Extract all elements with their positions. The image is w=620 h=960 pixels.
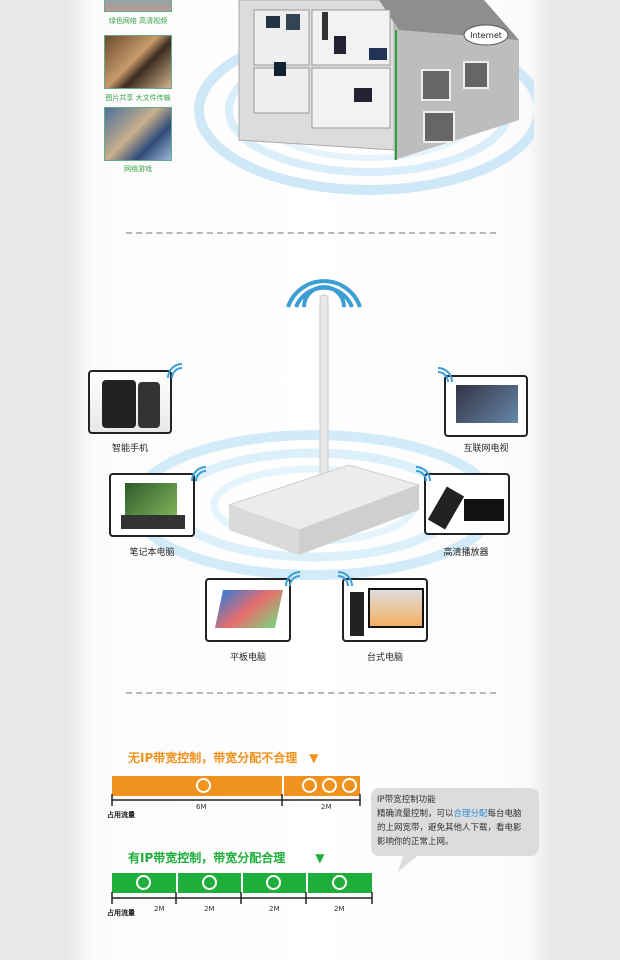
content-panel: 绿色网络 高清视频 图片共享 大文件传输 网络游戏 Internet xyxy=(64,0,556,960)
divider-1 xyxy=(126,232,496,234)
smile-face-icon xyxy=(136,875,151,890)
smile-face-icon xyxy=(202,875,217,890)
sad-face-icon xyxy=(342,778,357,793)
wifi-icon xyxy=(337,571,353,587)
with-control-axis xyxy=(111,892,373,904)
with-control-tick: 2M xyxy=(204,905,215,913)
desktop-device xyxy=(342,578,428,642)
no-control-axis-label: 占用流量 xyxy=(107,811,135,819)
phone-label: 智能手机 xyxy=(111,444,148,454)
wifi-icon xyxy=(285,571,301,587)
bandwidth-info-bubble: IP带宽控制功能 精确流量控制，可以合理分配每台电脑 的上网宽带，避免其他人下载… xyxy=(371,788,539,856)
with-control-title: 有IP带宽控制，带宽分配合理▼ xyxy=(128,851,325,865)
wifi-icon xyxy=(415,466,431,482)
tablet-label: 平板电脑 xyxy=(229,653,266,663)
house-network-illustration: Internet xyxy=(194,0,534,195)
video-thumb xyxy=(104,0,172,12)
player-label: 高清播放器 xyxy=(443,548,489,558)
with-control-tick: 2M xyxy=(269,905,280,913)
with-control-tick: 2M xyxy=(154,905,165,913)
with-control-bar xyxy=(112,873,372,893)
sad-face-icon xyxy=(322,778,337,793)
gaming-thumb xyxy=(104,107,172,161)
caption-gaming: 网络游戏 xyxy=(124,165,152,173)
caption-sharing: 图片共享 大文件传输 xyxy=(105,94,171,102)
bubble-line-3: 影响你的正常上网。 xyxy=(377,837,454,847)
no-control-title: 无IP带宽控制，带宽分配不合理▼ xyxy=(128,751,319,765)
player-device xyxy=(424,473,510,535)
bubble-line-2: 的上网宽带，避免其他人下载，看电影 xyxy=(377,823,522,833)
wifi-icon xyxy=(437,367,453,383)
wifi-icon xyxy=(191,466,207,482)
with-control-tick: 2M xyxy=(334,905,345,913)
laptop-label: 笔记本电脑 xyxy=(129,548,175,558)
with-control-axis-label: 占用流量 xyxy=(107,909,135,917)
wifi-icon xyxy=(167,363,183,379)
router-illustration xyxy=(129,279,499,580)
divider-2 xyxy=(126,692,496,694)
no-control-bar xyxy=(112,776,360,796)
triangle-down-icon: ▼ xyxy=(315,851,325,865)
sad-face-icon xyxy=(302,778,317,793)
bubble-heading: IP带宽控制功能 xyxy=(377,795,436,805)
internet-cloud-label: Internet xyxy=(470,31,502,40)
no-control-tick-6m: 6M xyxy=(196,803,207,811)
smile-face-icon xyxy=(266,875,281,890)
smile-face-icon xyxy=(196,778,211,793)
caption-video: 绿色网络 高清视频 xyxy=(108,17,168,25)
tv-device xyxy=(444,375,528,437)
no-control-tick-2m: 2M xyxy=(321,803,332,811)
sharing-thumb xyxy=(104,35,172,89)
smile-face-icon xyxy=(332,875,347,890)
tablet-device xyxy=(205,578,291,642)
desktop-label: 台式电脑 xyxy=(366,653,403,663)
phone-device xyxy=(88,370,172,434)
no-control-axis xyxy=(111,794,361,806)
laptop-device xyxy=(109,473,195,537)
triangle-down-icon: ▼ xyxy=(309,751,319,765)
bubble-tail xyxy=(398,852,422,872)
bubble-line-1: 精确流量控制，可以合理分配每台电脑 xyxy=(377,809,522,819)
tv-label: 互联网电视 xyxy=(463,444,509,454)
